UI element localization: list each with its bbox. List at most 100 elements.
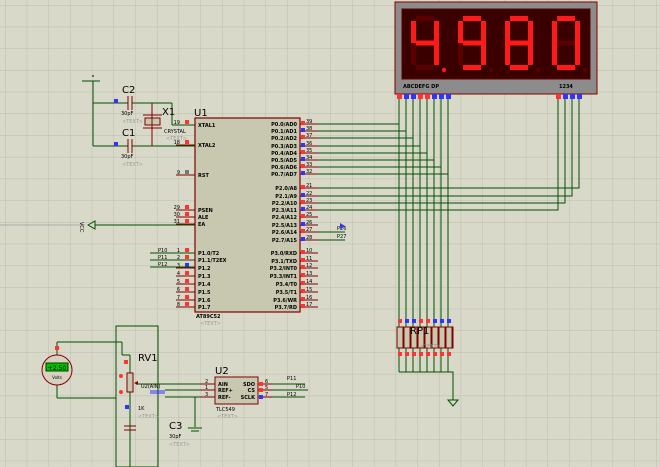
- c3-text: <TEXT>: [169, 442, 190, 448]
- pin-label: RST: [198, 173, 209, 179]
- c1-text: <TEXT>: [122, 162, 143, 168]
- display-pin[interactable]: [411, 94, 416, 99]
- pin-label: P1.4: [198, 282, 211, 288]
- pin-label: P0.7/AD7: [271, 172, 297, 178]
- decimal-point: [535, 67, 541, 73]
- oscillator-circuit[interactable]: [82, 75, 195, 153]
- segment-d: [557, 65, 575, 70]
- net-label-u2-p10: P10: [296, 384, 305, 390]
- segment-e: [505, 43, 510, 65]
- pin-label: P1.2: [198, 266, 211, 272]
- rv1-potentiometer[interactable]: [119, 360, 138, 409]
- voltmeter[interactable]: +2.50 Volts: [41, 346, 73, 386]
- segment-e: [458, 43, 463, 65]
- pin-number: 9: [177, 170, 180, 176]
- pin-label: P1.1/T2EX: [198, 258, 227, 264]
- c2-ref: C2: [122, 85, 135, 96]
- segment-pin-label: ABCDEFG DP: [403, 84, 439, 90]
- segment-b: [434, 21, 439, 43]
- seven-segment-display[interactable]: ABCDEFG DP 1234: [394, 1, 598, 99]
- vcc-terminal[interactable]: VCC: [0, 220, 195, 233]
- digit-4: [552, 16, 588, 73]
- display-pin[interactable]: [446, 94, 451, 99]
- display-pin[interactable]: [397, 94, 402, 99]
- u2-pin[interactable]: 5CS: [248, 385, 272, 394]
- pin-number: 30: [174, 212, 180, 218]
- display-pin[interactable]: [570, 94, 575, 99]
- display-pin[interactable]: [577, 94, 582, 99]
- display-pin[interactable]: [556, 94, 561, 99]
- pin-number: 5: [177, 279, 180, 285]
- rp1-resistor-pack[interactable]: [396, 319, 454, 356]
- pin-label: P3.7/RD: [275, 305, 297, 311]
- pin-label: P2.6/A14: [272, 230, 298, 236]
- display-pin[interactable]: [563, 94, 568, 99]
- display-pin[interactable]: [404, 94, 409, 99]
- segment-f: [458, 21, 463, 43]
- c1-ref: C1: [122, 128, 135, 139]
- display-pin[interactable]: [432, 94, 437, 99]
- display-pin[interactable]: [439, 94, 444, 99]
- pin-label: P1.0/T2: [198, 251, 220, 257]
- pin-label: REF+: [218, 388, 233, 394]
- rv1-text: <TEXT>: [138, 414, 159, 420]
- segment-e: [411, 43, 416, 65]
- display-pin[interactable]: [425, 94, 430, 99]
- c3-ref: C3: [169, 421, 182, 432]
- digit-2: [458, 16, 494, 73]
- pin-label: SCLK: [241, 395, 256, 401]
- c2-text: <TEXT>: [122, 119, 143, 125]
- digit-pin-label: 1234: [559, 84, 573, 90]
- pin-number: 28: [306, 235, 312, 241]
- pin-label: P3.6/WR: [273, 298, 297, 304]
- pin-number: 3: [205, 392, 208, 398]
- pin-label: P3.3/INT1: [270, 274, 298, 280]
- digit-1: [411, 16, 447, 73]
- segment-c: [575, 43, 580, 65]
- display-pin[interactable]: [418, 94, 423, 99]
